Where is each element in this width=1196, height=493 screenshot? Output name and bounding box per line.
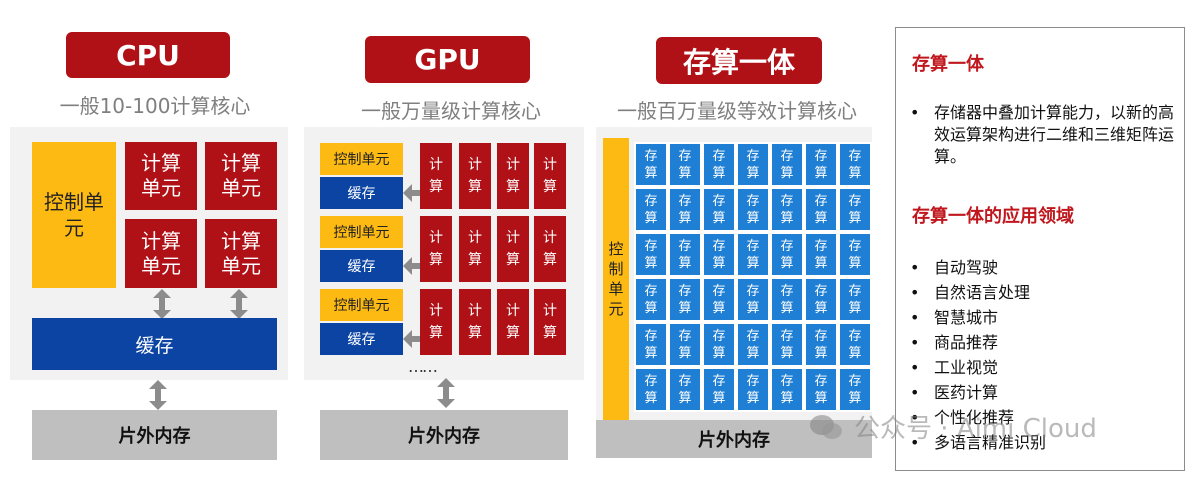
cim-cell: 存算 — [702, 187, 736, 232]
cpu-cache: 缓存 — [32, 318, 277, 370]
description-item: 存储器中叠加计算能力，以新的高效运算架构进行二维和三维矩阵运算。 — [906, 102, 1174, 168]
apps-title: 存算一体的应用领域 — [912, 206, 1074, 227]
gpu-compute-unit: 计算 — [497, 289, 529, 355]
gpu-control-unit: 控制单元 — [320, 143, 403, 175]
cim-cell: 存算 — [804, 142, 838, 187]
cim-header: 存算一体 — [656, 37, 822, 84]
gpu-cache: 缓存 — [320, 250, 403, 282]
watermark: 公众号 · Aimi Cloud — [808, 408, 1097, 445]
cim-cell: 存算 — [804, 322, 838, 367]
cim-cell: 存算 — [736, 187, 770, 232]
cim-subtitle: 一般百万量级等效计算核心 — [617, 99, 857, 123]
cim-cell: 存算 — [668, 277, 702, 322]
cim-cell: 存算 — [736, 232, 770, 277]
wechat-icon — [810, 414, 842, 439]
app-item: 智慧城市 — [906, 305, 1174, 330]
watermark-text: 公众号 · Aimi Cloud — [854, 414, 1097, 444]
gpu-compute-unit: 计算 — [534, 289, 566, 355]
gpu-compute-unit: 计算 — [534, 216, 566, 282]
gpu-compute-unit: 计算 — [459, 143, 491, 209]
cpu-compute-unit: 计算单元 — [125, 142, 197, 210]
cim-cell: 存算 — [804, 232, 838, 277]
cim-cell: 存算 — [634, 367, 668, 412]
gpu-cache: 缓存 — [320, 177, 403, 209]
cim-cell: 存算 — [668, 322, 702, 367]
cim-cell: 存算 — [838, 322, 872, 367]
cim-cell: 存算 — [668, 142, 702, 187]
cim-cell: 存算 — [736, 277, 770, 322]
cim-cell: 存算 — [702, 277, 736, 322]
cim-cell: 存算 — [838, 187, 872, 232]
cim-cell: 存算 — [668, 187, 702, 232]
cpu-subtitle: 一般10-100计算核心 — [59, 94, 251, 118]
cim-cell: 存算 — [702, 232, 736, 277]
cpu-offchip-memory: 片外内存 — [32, 410, 277, 460]
cim-cell: 存算 — [770, 322, 804, 367]
cim-cell: 存算 — [736, 367, 770, 412]
cim-cell: 存算 — [770, 232, 804, 277]
gpu-compute-unit: 计算 — [459, 216, 491, 282]
gpu-offchip-memory: 片外内存 — [320, 410, 568, 460]
cim-cell: 存算 — [634, 187, 668, 232]
app-item: 自然语言处理 — [906, 280, 1174, 305]
cim-cell: 存算 — [770, 187, 804, 232]
sidebar-title: 存算一体 — [912, 54, 984, 75]
cim-cell: 存算 — [702, 322, 736, 367]
app-item: 医药计算 — [906, 380, 1174, 405]
gpu-compute-unit: 计算 — [497, 143, 529, 209]
cim-cell: 存算 — [804, 187, 838, 232]
cim-cell: 存算 — [770, 277, 804, 322]
cpu-header: CPU — [66, 32, 230, 78]
app-item: 自动驾驶 — [906, 255, 1174, 280]
cim-cell: 存算 — [838, 142, 872, 187]
app-item: 商品推荐 — [906, 330, 1174, 355]
cim-cell: 存算 — [770, 367, 804, 412]
gpu-control-unit: 控制单元 — [320, 216, 403, 248]
gpu-header: GPU — [365, 36, 530, 83]
cim-cell: 存算 — [770, 142, 804, 187]
cim-cell: 存算 — [634, 232, 668, 277]
cim-cell: 存算 — [838, 232, 872, 277]
cpu-compute-unit: 计算单元 — [205, 142, 277, 210]
cim-cell: 存算 — [838, 367, 872, 412]
cim-cell: 存算 — [634, 322, 668, 367]
app-item: 多语言精准识别 — [906, 430, 1174, 455]
cim-cell: 存算 — [702, 367, 736, 412]
app-item: 个性化推荐 — [906, 405, 1174, 430]
apps-list: 自动驾驶自然语言处理智慧城市商品推荐工业视觉医药计算个性化推荐多语言精准识别 — [906, 255, 1174, 455]
cpu-compute-unit: 计算单元 — [125, 219, 197, 288]
cim-cell: 存算 — [736, 322, 770, 367]
sidebar-description: 存储器中叠加计算能力，以新的高效运算架构进行二维和三维矩阵运算。 — [906, 102, 1174, 168]
cim-compute-grid: 存算存算存算存算存算存算存算存算存算存算存算存算存算存算存算存算存算存算存算存算… — [634, 142, 872, 414]
cim-cell: 存算 — [804, 277, 838, 322]
cim-cell: 存算 — [668, 232, 702, 277]
cim-cell: 存算 — [668, 367, 702, 412]
app-item: 工业视觉 — [906, 355, 1174, 380]
double-arrow-icon — [153, 289, 171, 319]
cim-cell: 存算 — [804, 367, 838, 412]
cpu-control-unit: 控制单元 — [32, 142, 116, 288]
cim-cell: 存算 — [634, 142, 668, 187]
cim-cell: 存算 — [838, 277, 872, 322]
gpu-compute-unit: 计算 — [534, 143, 566, 209]
cim-cell: 存算 — [634, 277, 668, 322]
gpu-compute-unit: 计算 — [459, 289, 491, 355]
gpu-compute-unit: 计算 — [420, 143, 452, 209]
gpu-cache: 缓存 — [320, 323, 403, 355]
cim-cell: 存算 — [736, 142, 770, 187]
info-sidebar: 存算一体 存储器中叠加计算能力，以新的高效运算架构进行二维和三维矩阵运算。 存算… — [895, 27, 1185, 471]
gpu-compute-unit: 计算 — [420, 289, 452, 355]
double-arrow-icon — [230, 289, 248, 319]
gpu-ellipsis: …… — [408, 357, 438, 376]
gpu-compute-unit: 计算 — [420, 216, 452, 282]
cim-cell: 存算 — [702, 142, 736, 187]
gpu-compute-unit: 计算 — [497, 216, 529, 282]
cpu-compute-unit: 计算单元 — [205, 219, 277, 288]
double-arrow-icon — [149, 380, 167, 410]
double-arrow-icon — [437, 378, 455, 408]
cim-control-unit: 控制单元 — [603, 138, 629, 420]
gpu-control-unit: 控制单元 — [320, 289, 403, 321]
gpu-subtitle: 一般万量级计算核心 — [361, 99, 541, 123]
